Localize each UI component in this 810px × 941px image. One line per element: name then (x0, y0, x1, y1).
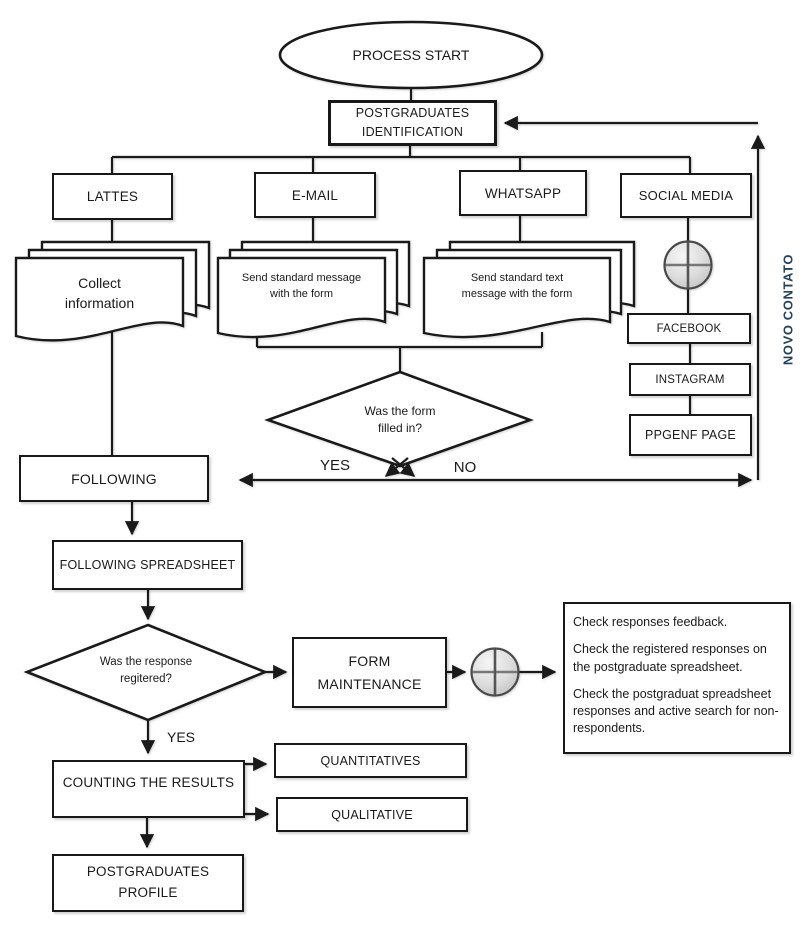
node-ppgenf-page: PPGENF PAGE (629, 414, 752, 456)
whatsapp-doc-stack (422, 240, 636, 339)
novo-contato-label: NOVO CONTATO (781, 240, 798, 380)
profile-line1: POSTGRADUATES (86, 864, 210, 880)
following-spreadsheet-label: FOLLOWING SPREADSHEET (59, 558, 236, 572)
node-following: FOLLOWING (19, 455, 209, 502)
identification-line1: POSTGRADUATES (355, 106, 470, 121)
qualitative-label: QUALITATIVE (331, 807, 413, 822)
instagram-label: INSTAGRAM (655, 373, 725, 386)
checklist-panel: Check responses feedback. Check the regi… (563, 602, 791, 754)
email-doc-stack (216, 240, 411, 339)
node-instagram: INSTAGRAM (629, 363, 751, 396)
junction-ring (470, 647, 520, 697)
social-media-junction-icon (663, 240, 713, 290)
process-start-ellipse (278, 20, 544, 90)
counting-label: COUNTING THE RESULTS (62, 774, 235, 790)
node-following-spreadsheet: FOLLOWING SPREADSHEET (52, 540, 243, 590)
checklist-item-2: Check the registered responses on the po… (573, 642, 767, 674)
form-maintenance-line1: FORM (348, 653, 391, 670)
novo-contato-text: NOVO CONTATO (780, 253, 796, 366)
email-label: E-MAIL (291, 187, 339, 203)
facebook-label: FACEBOOK (656, 322, 722, 335)
junction-ring (663, 240, 713, 290)
node-email: E-MAIL (254, 172, 376, 218)
node-postgraduates-identification: POSTGRADUATES IDENTIFICATION (328, 100, 497, 146)
ppgenf-page-label: PPGENF PAGE (645, 428, 736, 442)
lattes-label: LATTES (86, 189, 139, 204)
following-label: FOLLOWING (71, 470, 157, 487)
checklist-item-1: Check responses feedback. (573, 615, 728, 629)
decision-response-registered-diamond (23, 623, 269, 722)
doc-front (14, 256, 185, 342)
form-maintenance-line2: MAINTENANCE (317, 675, 422, 692)
node-facebook: FACEBOOK (627, 313, 751, 344)
identification-line2: IDENTIFICATION (361, 125, 464, 139)
decision-form-filled-diamond (264, 370, 534, 468)
node-lattes: LATTES (52, 173, 173, 220)
whatsapp-label: WHATSAPP (484, 185, 562, 201)
node-postgraduates-profile: POSTGRADUATES PROFILE (52, 854, 244, 912)
node-qualitative: QUALITATIVE (276, 797, 468, 832)
node-whatsapp: WHATSAPP (459, 170, 587, 216)
node-social-media: SOCIAL MEDIA (620, 173, 752, 218)
node-form-maintenance: FORM MAINTENANCE (292, 637, 447, 708)
doc-front (422, 256, 612, 339)
maintenance-junction-icon (470, 647, 520, 697)
doc-front (216, 256, 387, 339)
profile-line2: PROFILE (118, 885, 178, 900)
checklist-item-3: Check the postgraduat spreadsheet respon… (573, 686, 779, 736)
node-quantitatives: QUANTITATIVES (274, 743, 467, 778)
quantitatives-label: QUANTITATIVES (320, 753, 421, 768)
collect-information-doc-stack (14, 240, 211, 342)
node-counting-the-results: COUNTING THE RESULTS (52, 760, 245, 818)
social-media-label: SOCIAL MEDIA (638, 188, 734, 203)
